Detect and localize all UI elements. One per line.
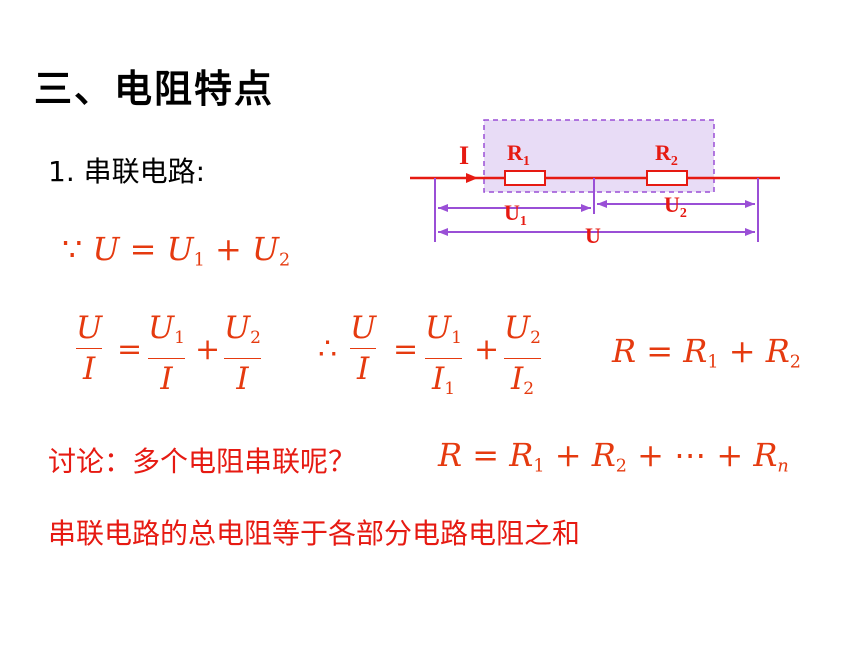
r2-label: R2	[655, 140, 678, 169]
eq3-plus: +	[474, 332, 500, 367]
conclusion-text: 串联电路的总电阻等于各部分电路电阻之和	[48, 517, 581, 550]
arrow-left-icon	[438, 228, 448, 236]
eq4-term1: R1	[683, 332, 719, 373]
discussion-question: 讨论：多个电阻串联呢？	[48, 445, 357, 478]
eq1-equals: =	[129, 230, 157, 268]
u2-label: U2	[664, 192, 687, 221]
resistor-r1	[504, 170, 546, 186]
arrow-left-icon	[597, 200, 607, 208]
arrow-left-icon	[438, 204, 448, 212]
equation-voltage-sum: ∵ U = U1 + U2	[62, 230, 290, 270]
arrow-right-icon	[581, 204, 591, 212]
section-subtitle: 1. 串联电路:	[48, 155, 206, 188]
eq2-equals: =	[117, 332, 143, 367]
eq4-lhs: R	[612, 332, 637, 370]
series-circuit-diagram: I R1 R2 U1 U2 U	[410, 119, 780, 248]
equation-n-resistors: R = R1 + R2 + ⋯ + Rn	[438, 436, 789, 477]
slide-title: 三、电阻特点	[34, 67, 275, 111]
eq4-term2: R2	[765, 332, 801, 373]
r1-label: R1	[507, 140, 530, 169]
eq1-lhs: U	[92, 230, 120, 268]
eq4-equals: =	[646, 332, 674, 370]
eq3-equals: =	[393, 332, 419, 367]
eq1-term2: U2	[251, 230, 291, 271]
u-label: U	[585, 223, 601, 248]
arrow-right-icon	[745, 200, 755, 208]
u1-label: U1	[504, 200, 527, 229]
current-label: I	[459, 141, 469, 170]
eq1-term1: U1	[166, 230, 205, 271]
because-symbol: ∵	[62, 230, 83, 268]
eq4-plus: +	[728, 332, 756, 370]
equation-series-resistance: R = R1 + R2	[612, 332, 801, 372]
arrow-right-icon	[745, 228, 755, 236]
current-arrow-icon	[466, 173, 478, 183]
resistor-r2	[646, 170, 688, 186]
eq1-plus: +	[215, 230, 242, 268]
eq2-plus: +	[195, 332, 221, 367]
therefore-symbol: ∴	[318, 332, 338, 367]
